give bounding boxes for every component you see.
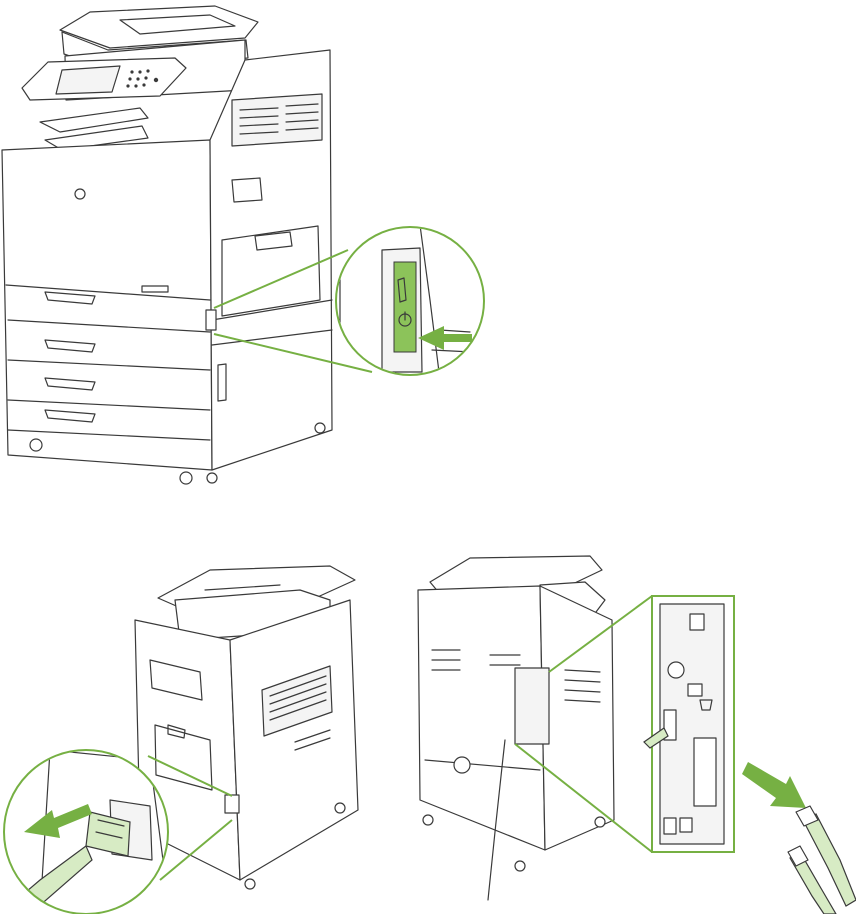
parallel-port-icon: [694, 738, 716, 806]
power-port-small: [225, 795, 239, 813]
arrow-down-right-icon: [742, 762, 806, 808]
ps2-port-icon: [668, 662, 684, 678]
model-label: [142, 286, 168, 292]
power-switch-small: [206, 310, 216, 330]
formatter-small: [515, 668, 549, 744]
printer-front-view: [2, 6, 332, 484]
power-cord-callout: [0, 750, 170, 914]
network-port-icon: [688, 684, 702, 696]
usb-port-icon: [690, 614, 704, 630]
usb-cable-icon: [788, 806, 856, 914]
usb-device-port-icon: [680, 818, 692, 832]
formatter-ports-callout: [644, 596, 734, 852]
usb-host-port-icon: [664, 818, 676, 834]
power-switch-callout: [336, 220, 484, 380]
printer-rear-view: [418, 556, 614, 900]
